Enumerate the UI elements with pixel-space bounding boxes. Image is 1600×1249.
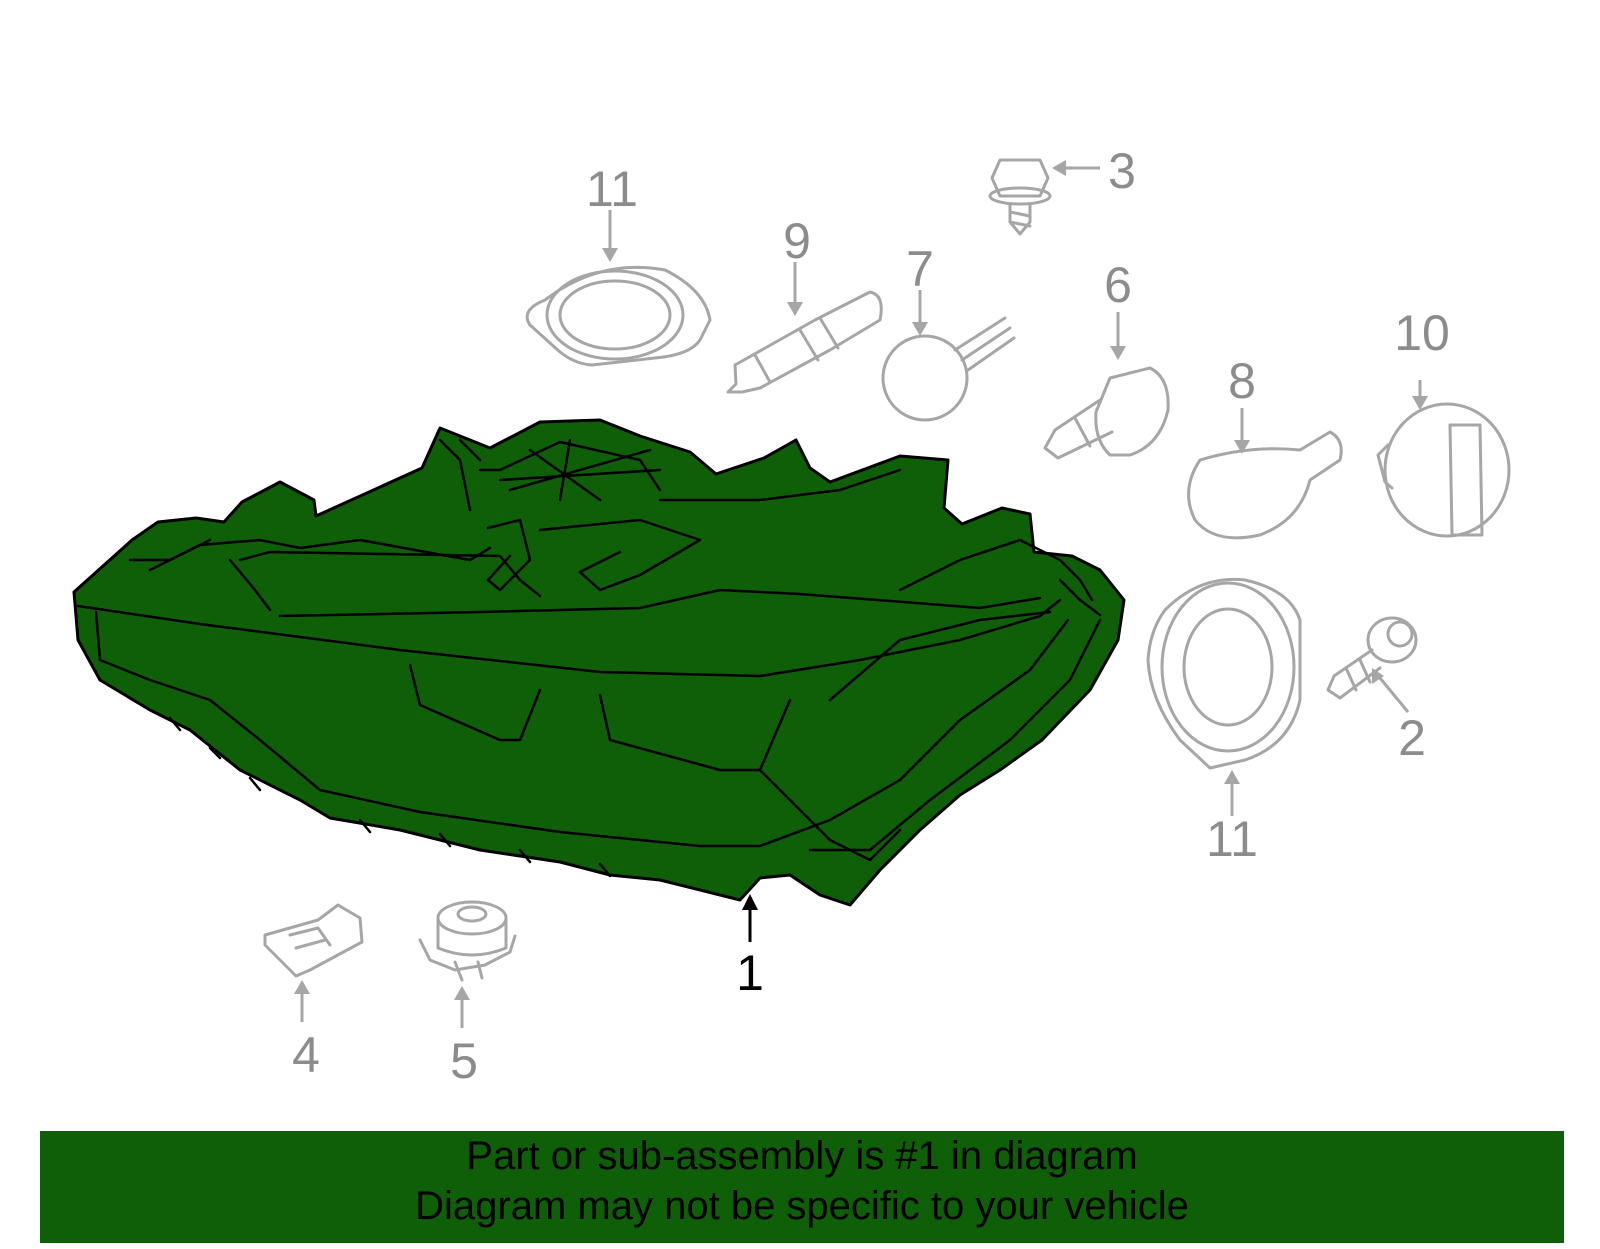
callout-7: 7: [906, 241, 934, 297]
disclaimer-banner: Part or sub-assembly is #1 in diagram Di…: [40, 1131, 1564, 1243]
arrow-6: [1110, 346, 1126, 360]
part-7-bulb[interactable]: [881, 316, 1016, 422]
part-3-bolt[interactable]: [988, 158, 1052, 236]
part-11-right-seal[interactable]: [1146, 577, 1302, 770]
arrow-1: [742, 894, 758, 910]
banner-line-2: Diagram may not be specific to your vehi…: [415, 1184, 1189, 1228]
arrow-11-top: [602, 248, 618, 262]
part-5-adjuster[interactable]: [418, 900, 517, 982]
callout-9: 9: [783, 213, 811, 269]
callout-11-right: 11: [1206, 811, 1258, 867]
arrow-2: [1372, 668, 1384, 684]
arrow-8: [1234, 440, 1250, 454]
arrow-9: [787, 302, 803, 316]
callout-6: 6: [1104, 257, 1132, 313]
banner-line-1: Part or sub-assembly is #1 in diagram: [466, 1134, 1138, 1178]
callout-4: 4: [292, 1027, 320, 1083]
banner-background: [40, 1131, 1564, 1243]
arrow-10: [1412, 396, 1428, 410]
arrow-11-right: [1224, 770, 1240, 784]
part-10-cap[interactable]: [1376, 402, 1511, 538]
callout-10: 10: [1394, 305, 1450, 361]
part-4-clip[interactable]: [263, 903, 364, 978]
callout-11-top: 11: [586, 161, 638, 217]
arrow-7: [912, 322, 928, 336]
part-1-headlight-assembly[interactable]: [72, 418, 1126, 907]
callout-5: 5: [450, 1033, 478, 1089]
part-6-bulb[interactable]: [1043, 366, 1170, 460]
callout-2: 2: [1398, 710, 1426, 766]
part-11-top-seal[interactable]: [525, 265, 712, 367]
part-9-bulb[interactable]: [726, 290, 883, 394]
arrow-3: [1052, 160, 1066, 176]
callout-1: 1: [736, 945, 764, 1001]
callout-8: 8: [1228, 353, 1256, 409]
arrow-5: [454, 986, 470, 1000]
arrow-4: [294, 980, 310, 994]
part-8-bulb[interactable]: [1187, 430, 1343, 540]
leader-2: [1378, 677, 1410, 713]
callout-3: 3: [1108, 143, 1136, 199]
part-2-screw[interactable]: [1326, 616, 1418, 700]
